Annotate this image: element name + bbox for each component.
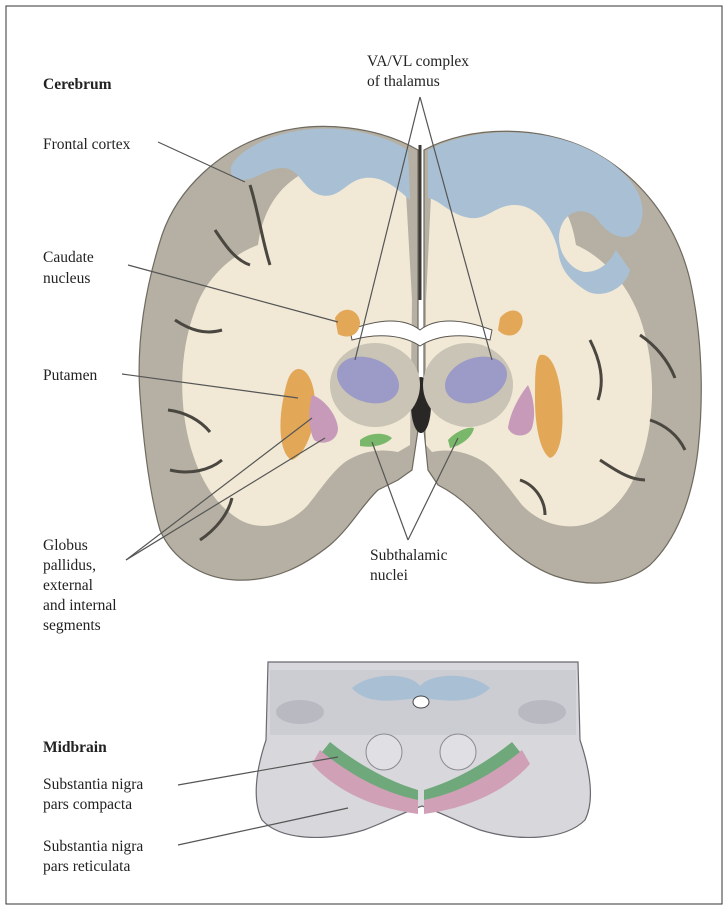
label-globus-line1: Globus	[43, 537, 88, 554]
label-globus-line3: external	[43, 577, 93, 594]
left-medial-lemniscus	[276, 700, 324, 724]
label-sn-reticulata-line2: pars reticulata	[43, 858, 130, 875]
right-medial-lemniscus	[518, 700, 566, 724]
label-globus-line5: segments	[43, 617, 101, 634]
label-sn-compacta-line1: Substantia nigra	[43, 776, 143, 793]
label-caudate-line2: nucleus	[43, 270, 90, 287]
left-caudate-nucleus	[335, 310, 360, 337]
section-title-midbrain: Midbrain	[43, 739, 107, 756]
label-va-vl-line2: of thalamus	[367, 73, 440, 90]
cerebral-aqueduct	[413, 696, 429, 708]
label-subthalamic-line1: Subthalamic	[370, 547, 448, 564]
label-sn-compacta-line2: pars compacta	[43, 796, 132, 813]
label-globus-line4: and internal	[43, 597, 117, 614]
right-red-nucleus	[440, 734, 476, 770]
section-title-cerebrum: Cerebrum	[43, 76, 112, 93]
label-frontal-cortex: Frontal cortex	[43, 136, 131, 153]
label-sn-reticulata-line1: Substantia nigra	[43, 838, 143, 855]
label-globus-line2: pallidus,	[43, 557, 96, 574]
label-putamen: Putamen	[43, 367, 97, 384]
left-red-nucleus	[366, 734, 402, 770]
label-subthalamic-line2: nuclei	[370, 567, 409, 584]
label-caudate-line1: Caudate	[43, 249, 94, 266]
label-va-vl-line1: VA/VL complex	[367, 53, 469, 70]
